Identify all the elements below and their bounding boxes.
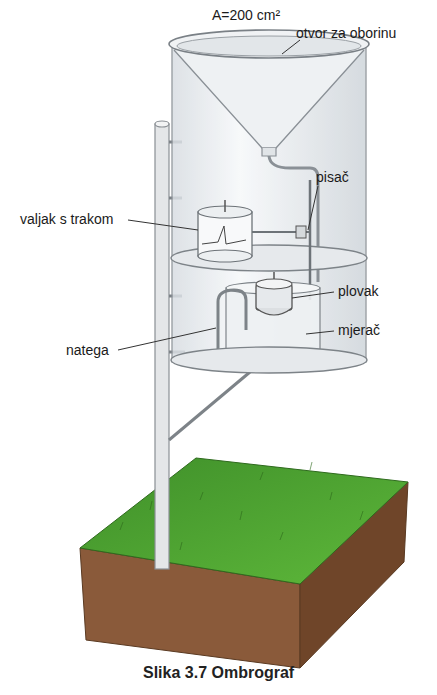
part-name: otvor za oborinu (296, 26, 396, 41)
part-name: mjerač (338, 323, 380, 338)
area-label: A=200 cm² (212, 8, 280, 23)
part-name: natega (66, 343, 109, 358)
part-name: valjak s trakom (20, 212, 113, 227)
part-name: pisač (316, 170, 349, 185)
figure-caption: Slika 3.7 Ombrograf (143, 664, 294, 682)
part-name: plovak (338, 284, 378, 299)
